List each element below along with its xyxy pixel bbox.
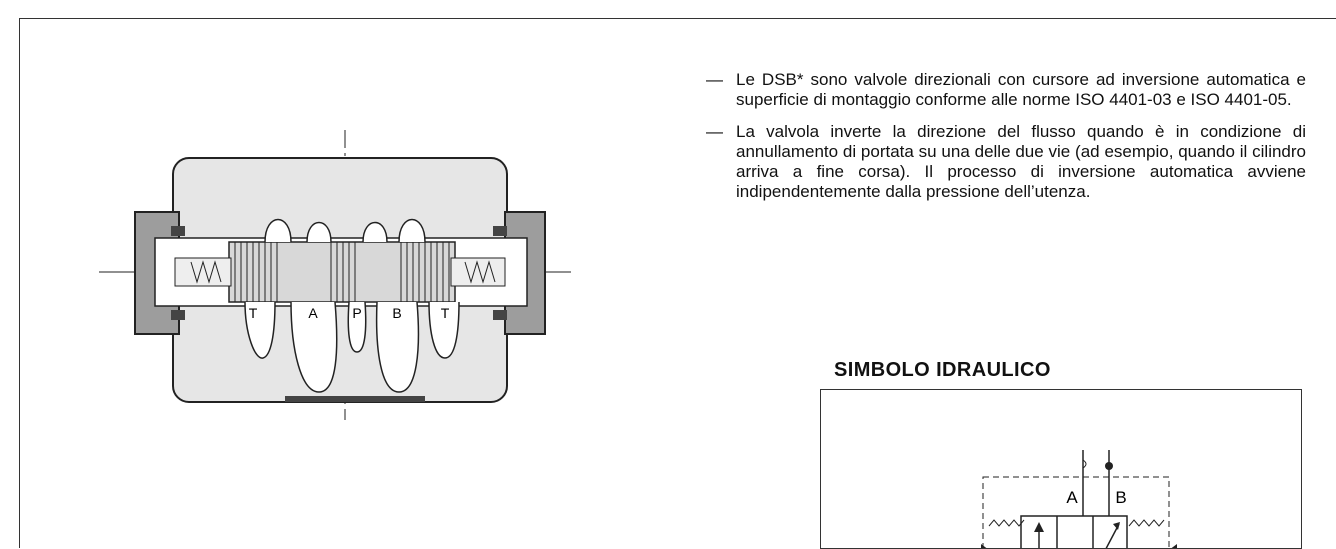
description-notes: — Le DSB* sono valvole direzionali con c… xyxy=(706,70,1306,214)
symbol-title: SIMBOLO IDRAULICO xyxy=(834,359,1051,381)
symbol-label-b: B xyxy=(1115,488,1126,507)
note-item: — Le DSB* sono valvole direzionali con c… xyxy=(706,70,1306,110)
note-marker: — xyxy=(706,122,723,141)
port-label-a: A xyxy=(308,305,318,321)
note-text: Le DSB* sono valvole direzionali con cur… xyxy=(736,70,1306,109)
symbol-label-a: A xyxy=(1066,488,1078,507)
hydraulic-symbol-diagram: A B xyxy=(981,450,1177,548)
port-label-p: P xyxy=(352,305,361,321)
port-label-b: B xyxy=(392,305,401,321)
spool-land-center xyxy=(330,241,356,303)
valve-section-drawing: T A P B T xyxy=(99,130,571,420)
port-label-t-right: T xyxy=(441,305,450,321)
note-item: — La valvola inverte la direzione del fl… xyxy=(706,122,1306,202)
hydraulic-symbol-box: A B xyxy=(820,389,1302,549)
page-frame xyxy=(19,18,1336,548)
note-text: La valvola inverte la direzione del flus… xyxy=(736,122,1306,201)
port-label-t-left: T xyxy=(249,305,258,321)
note-marker: — xyxy=(706,70,723,89)
